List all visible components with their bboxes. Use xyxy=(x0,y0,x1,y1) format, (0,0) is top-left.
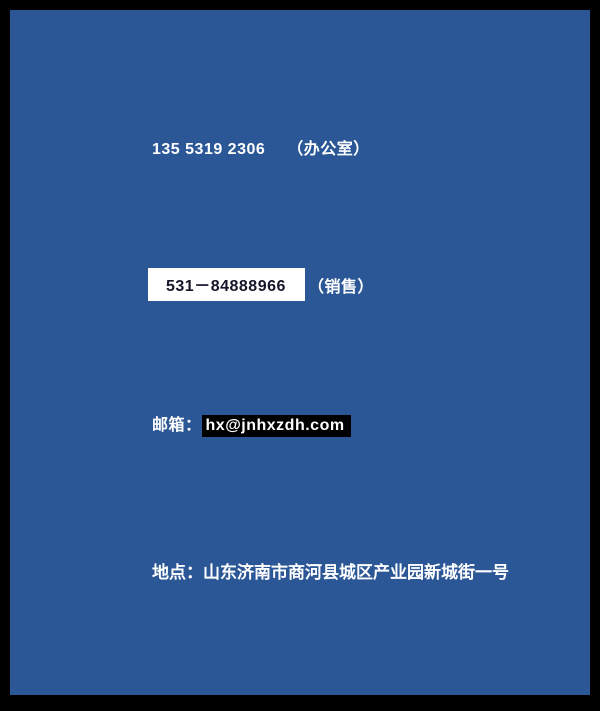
address-text: 地点：山东济南市商河县城区产业园新城街一号 xyxy=(152,563,509,582)
sales-phone-label: （销售） xyxy=(308,278,375,296)
office-phone-number: 135 5319 2306 xyxy=(152,141,266,158)
email-address: hx@jnhxzdh.com xyxy=(201,415,351,437)
office-phone-line: 135 5319 2306 （办公室） xyxy=(152,135,370,159)
email-line: 邮箱：hx@jnhxzdh.com xyxy=(152,411,351,437)
address-line: 地点：山东济南市商河县城区产业园新城街一号 xyxy=(152,558,509,583)
sales-phone-number: 531－84888966 xyxy=(148,268,305,301)
office-phone-label: （办公室） xyxy=(287,141,370,158)
contact-slide: 135 5319 2306 （办公室） 531－84888966（销售） 邮箱：h… xyxy=(10,10,590,695)
sales-phone-line: 531－84888966（销售） xyxy=(148,268,374,301)
email-prefix-label: 邮箱： xyxy=(152,417,202,434)
